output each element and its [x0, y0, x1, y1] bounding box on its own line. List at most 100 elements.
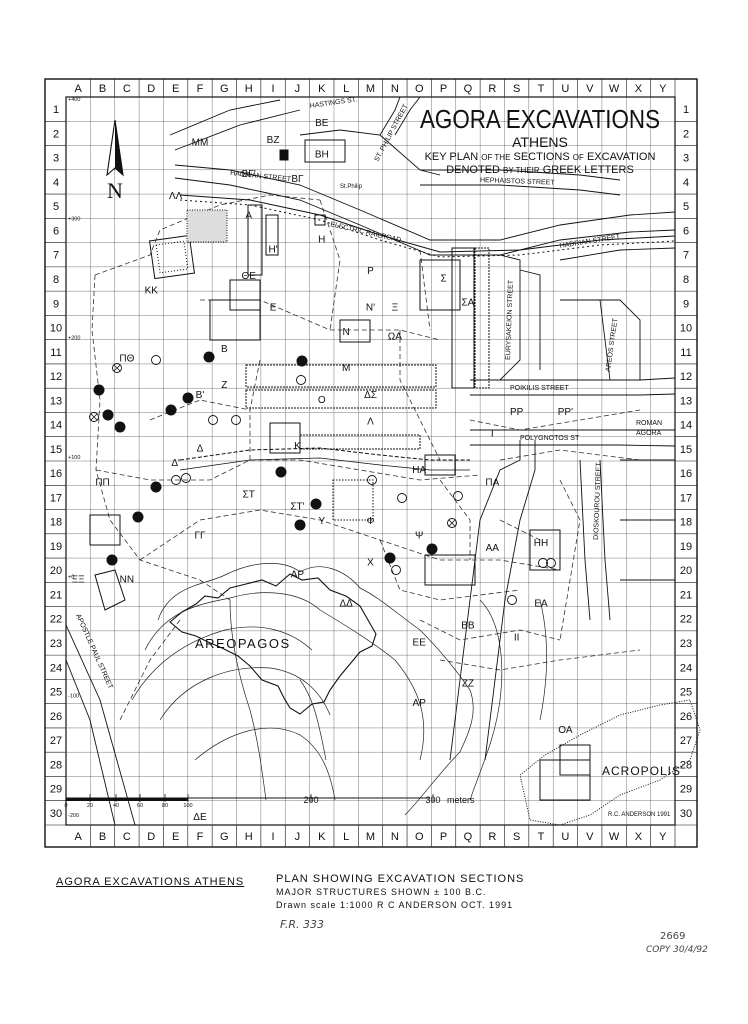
column-label: S [513, 83, 520, 95]
column-label: F [197, 831, 204, 843]
footer-reference: F.R. 333 [280, 918, 325, 931]
column-label: A [75, 831, 83, 843]
row-label: 9 [53, 298, 59, 310]
well-marker-filled [275, 466, 287, 478]
row-label: 25 [50, 687, 62, 699]
street-polygnotos: POLYGNOTOS ST [520, 435, 580, 442]
north-arrow-icon: N [106, 119, 124, 203]
section-label: ΒΓ' [242, 169, 256, 180]
well-marker-filled [426, 543, 438, 555]
contour-lines [131, 563, 548, 816]
section-label: ΣΑ [462, 298, 475, 309]
column-label: T [538, 83, 545, 95]
section-label: Ψ [415, 531, 423, 542]
row-label: 14 [50, 420, 62, 432]
column-label: P [440, 831, 447, 843]
section-label: ΞΞ [72, 574, 85, 585]
row-label: 6 [53, 225, 59, 237]
well-marker-cross-lines [90, 413, 98, 421]
row-label: 11 [50, 347, 61, 359]
scale-tick-label: 100 [183, 803, 192, 809]
well-marker-crossed [112, 363, 122, 373]
section-label: ΗΗ [534, 538, 548, 549]
row-label: 20 [680, 565, 692, 577]
column-label: O [415, 831, 424, 843]
column-label: U [561, 831, 569, 843]
row-label: 30 [50, 808, 62, 820]
row-label: 3 [683, 153, 689, 165]
row-label: 3 [53, 153, 59, 165]
column-label: D [147, 83, 155, 95]
row-label: 6 [683, 225, 689, 237]
column-label: Y [659, 831, 667, 843]
scale-tick-label: 200 [303, 795, 318, 805]
structures [89, 139, 561, 611]
row-label: 2 [53, 128, 59, 140]
row-label: 19 [680, 541, 692, 553]
section-label: Ξ [392, 303, 399, 314]
row-label: 4 [683, 177, 689, 189]
well-marker-crossed [89, 412, 99, 422]
scale-tick-label: 80 [162, 803, 168, 809]
section-label: Δ [197, 443, 204, 454]
row-label: 18 [50, 517, 62, 529]
row-label: 4 [53, 177, 59, 189]
column-label: B [99, 831, 106, 843]
row-label: 22 [50, 614, 62, 626]
coord-label: +400 [68, 97, 80, 103]
outer-frame [44, 78, 698, 848]
well-marker-open [171, 475, 181, 485]
section-label: ΛΛ [169, 191, 183, 202]
well-marker-filled [150, 481, 162, 493]
row-label: 5 [683, 201, 689, 213]
footer-copy-date: COPY 30/4/92 [646, 945, 708, 955]
row-label: 27 [50, 735, 62, 747]
row-label: 14 [680, 420, 692, 432]
row-label: 11 [680, 347, 691, 359]
section-label: ΔΕ [193, 812, 207, 823]
section-label: Ι [491, 429, 494, 440]
column-label: H [245, 83, 253, 95]
street-hephaistos: HEPHAISTOS STREET [480, 177, 555, 187]
scale-tick-label: 40 [113, 803, 119, 809]
well-marker-cross-lines [448, 519, 456, 527]
section-label: ΡΡ' [558, 407, 573, 418]
coordinate-labels: +400+300+200+100+0-100-200 [68, 97, 80, 819]
footer-number: 2669 [660, 931, 686, 942]
column-label: J [295, 83, 301, 95]
column-labels: AABBCCDDEEFFGGHHIIJJKKLLMMNNOOPPQQRRSSTT… [75, 79, 676, 847]
row-label: 9 [683, 298, 689, 310]
place-acropolis: ACROPOLIS [602, 764, 681, 778]
row-label: 12 [50, 371, 62, 383]
section-label: ΣΤ' [290, 502, 304, 513]
well-marker-open [546, 558, 556, 568]
section-label: Χ [367, 557, 374, 568]
row-label: 19 [50, 541, 62, 553]
svg-text:N: N [107, 178, 123, 203]
footer-line-3: Drawn scale 1:1000 R C ANDERSON OCT. 199… [276, 900, 514, 910]
well-marker-open [208, 415, 218, 425]
column-label: R [488, 83, 496, 95]
section-label: ΔΔ [339, 599, 353, 610]
column-label: X [635, 83, 643, 95]
street-blocks [65, 96, 676, 826]
column-label: T [538, 831, 545, 843]
place-roman-agora-1: ROMAN [636, 420, 662, 427]
column-label: Q [464, 83, 473, 95]
coord-label: -200 [68, 813, 79, 819]
well-marker-filled [106, 554, 118, 566]
column-label: V [586, 83, 594, 95]
street-eurysakeion: EURYSAKEION STREET [505, 279, 515, 360]
row-label: 30 [680, 808, 692, 820]
row-label: 15 [680, 444, 692, 456]
footer-line-2: MAJOR STRUCTURES SHOWN ± 100 B.C. [276, 887, 487, 897]
well-marker-filled [93, 384, 105, 396]
scale-unit: meters [447, 795, 475, 805]
well-marker-filled [310, 498, 322, 510]
coord-label: +200 [68, 336, 80, 342]
column-label: Y [659, 83, 667, 95]
well-marker-open [296, 375, 306, 385]
scale-tick-label: 60 [137, 803, 143, 809]
